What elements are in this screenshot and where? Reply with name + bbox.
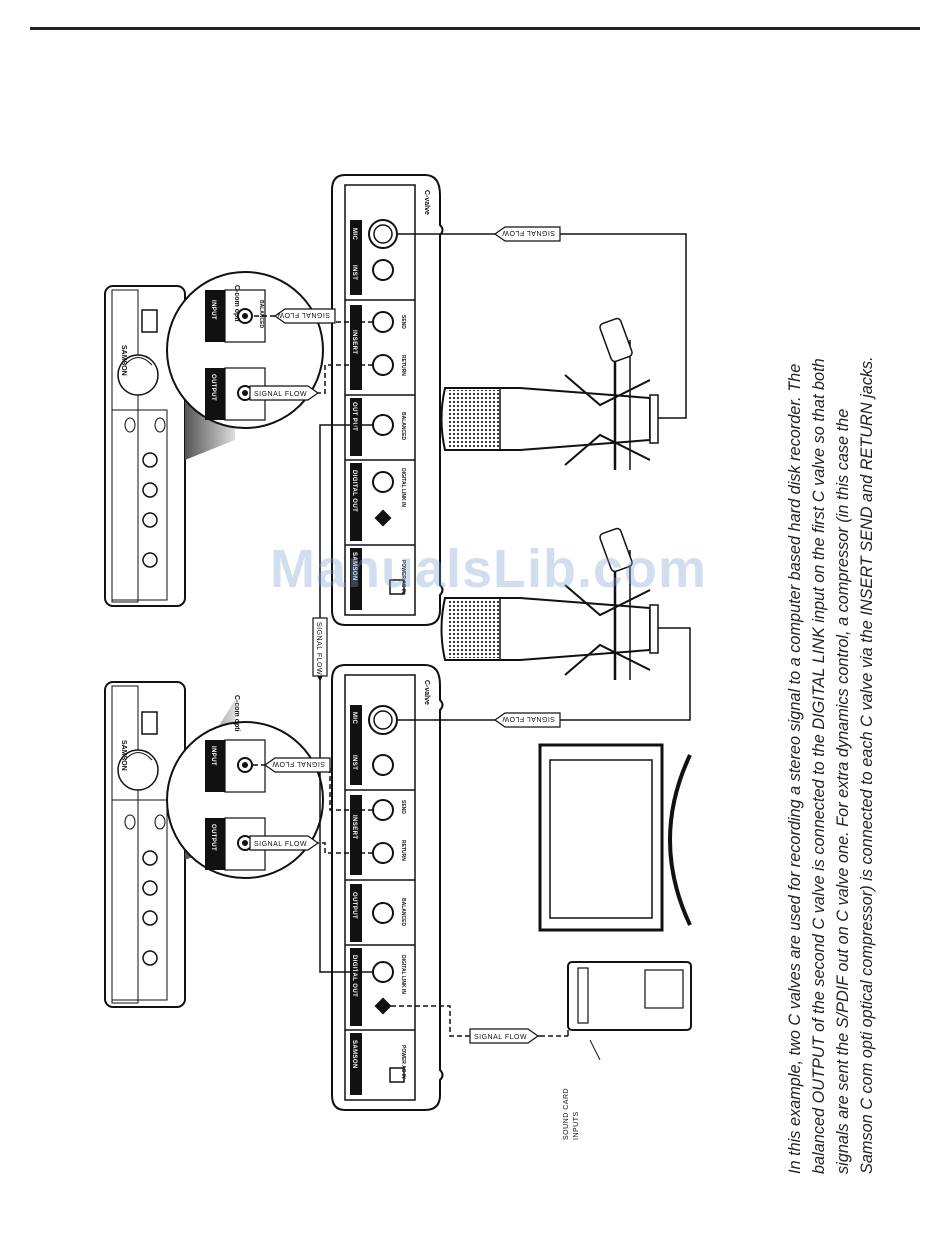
knob <box>142 910 158 926</box>
caption: In this example, two C valves are used f… <box>783 174 893 1174</box>
svg-text:POWER AC IN: POWER AC IN <box>400 1045 406 1079</box>
svg-text:INPUT: INPUT <box>210 300 216 320</box>
svg-text:RETURN: RETURN <box>400 355 406 376</box>
insert-send-jack-2 <box>372 799 394 821</box>
caption-line: In this example, two C valves are used f… <box>786 363 804 1174</box>
vu-meter-1 <box>117 354 159 396</box>
inst-jack-1 <box>372 259 394 281</box>
svg-text:SAMSON: SAMSON <box>351 552 357 581</box>
power-inlet-2 <box>389 1067 405 1083</box>
vu-meter-2 <box>117 749 159 791</box>
svg-text:SAMSON: SAMSON <box>351 1040 357 1069</box>
insert-send-jack-1 <box>372 311 394 333</box>
svg-text:SIGNAL FLOW: SIGNAL FLOW <box>277 311 330 318</box>
svg-text:C-valve: C-valve <box>423 680 430 705</box>
caption-line: signals are sent the S/PDIF out on C val… <box>834 408 852 1174</box>
svg-text:C-com opti: C-com opti <box>233 695 240 732</box>
signal-flow-label: SIGNAL FLOW <box>249 835 320 851</box>
svg-text:DIGITAL LINK IN: DIGITAL LINK IN <box>400 955 406 994</box>
compressor-2-maker: SAMSON <box>120 740 127 771</box>
caption-line: Samson C com opti optical compressor) is… <box>858 356 876 1174</box>
power-switch-1 <box>141 309 158 333</box>
svg-text:BALANCED: BALANCED <box>258 300 264 328</box>
knob <box>142 880 158 896</box>
digital-link-jack-2 <box>372 961 394 983</box>
c-valve-1: MIC INST INSERT OUT PUT DIGITAL OUT SAMS… <box>331 174 444 626</box>
svg-text:C-valve: C-valve <box>423 190 430 215</box>
signal-flow-label: SIGNAL FLOW <box>493 712 561 728</box>
svg-text:POWER AC IN: POWER AC IN <box>400 560 406 594</box>
svg-text:SIGNAL FLOW: SIGNAL FLOW <box>502 229 555 236</box>
svg-text:SIGNAL FLOW: SIGNAL FLOW <box>254 841 307 848</box>
svg-text:INST: INST <box>351 265 357 280</box>
svg-text:MIC: MIC <box>351 228 357 240</box>
top-rule <box>30 27 920 30</box>
svg-text:BALANCED: BALANCED <box>400 412 406 440</box>
digital-link-jack-1 <box>372 471 394 493</box>
svg-text:DIGITAL OUT: DIGITAL OUT <box>351 470 357 512</box>
output-jack-2 <box>372 902 394 924</box>
svg-text:SIGNAL FLOW: SIGNAL FLOW <box>502 715 555 722</box>
svg-text:INPUT: INPUT <box>210 746 216 766</box>
knob <box>142 552 158 568</box>
microphone-2 <box>440 527 659 680</box>
svg-text:OUTPUT: OUTPUT <box>210 824 216 851</box>
svg-text:SIGNAL FLOW: SIGNAL FLOW <box>254 391 307 398</box>
zoom-circle-1 <box>166 271 324 429</box>
signal-flow-label: SIGNAL FLOW <box>469 1028 540 1044</box>
svg-text:SIGNAL FLOW: SIGNAL FLOW <box>272 760 325 767</box>
svg-text:OUT PUT: OUT PUT <box>351 402 357 431</box>
sound-card-label: SOUND CARD <box>563 1088 570 1140</box>
svg-text:DIGITAL OUT: DIGITAL OUT <box>351 955 357 997</box>
svg-text:BALANCED: BALANCED <box>400 898 406 926</box>
caption-line: balanced OUTPUT of the second C valve is… <box>810 358 828 1174</box>
knob <box>142 950 158 966</box>
knob <box>142 512 158 528</box>
svg-text:MIC: MIC <box>351 712 357 724</box>
power-switch-2 <box>141 711 158 735</box>
svg-text:INSERT: INSERT <box>351 330 357 354</box>
signal-flow-label-vertical: SIGNAL FLOW <box>312 617 328 677</box>
signal-flow-label: SIGNAL FLOW <box>273 308 336 324</box>
svg-text:INST: INST <box>351 755 357 770</box>
signal-flow-label: SIGNAL FLOW <box>249 385 320 401</box>
knob <box>142 482 158 498</box>
zoom-circle-2 <box>166 721 324 879</box>
insert-return-jack-1 <box>372 354 394 376</box>
svg-text:OUTPUT: OUTPUT <box>351 892 357 919</box>
svg-text:DIGITAL LINK IN: DIGITAL LINK IN <box>400 468 406 507</box>
microphone-1 <box>440 317 659 470</box>
inst-jack-2 <box>372 754 394 776</box>
svg-text:C-com opti: C-com opti <box>233 285 240 322</box>
svg-text:SIGNAL FLOW: SIGNAL FLOW <box>315 622 322 675</box>
computer-monitor <box>538 743 692 932</box>
computer-tower <box>567 961 692 1031</box>
signal-flow-label: SIGNAL FLOW <box>493 226 561 242</box>
svg-text:RETURN: RETURN <box>400 840 406 861</box>
power-inlet-1 <box>389 579 405 595</box>
svg-text:SIGNAL FLOW: SIGNAL FLOW <box>474 1034 527 1041</box>
svg-text:OUTPUT: OUTPUT <box>210 374 216 401</box>
svg-text:SEND: SEND <box>400 800 406 814</box>
knob <box>142 850 158 866</box>
compressor-1-maker: SAMSON <box>120 345 127 376</box>
signal-flow-label: SIGNAL FLOW <box>263 757 331 773</box>
c-valve-2: MIC INST INSERT OUTPUT DIGITAL OUT SAMSO… <box>331 664 444 1111</box>
svg-text:INSERT: INSERT <box>351 815 357 839</box>
spdif-out-1 <box>374 509 392 527</box>
insert-return-jack-2 <box>372 842 394 864</box>
output-jack-1 <box>372 414 394 436</box>
sound-card-label-2: INPUTS <box>573 1111 580 1140</box>
knob <box>142 452 158 468</box>
watermark: ManualsLib.com <box>270 539 708 599</box>
svg-text:SEND: SEND <box>400 315 406 329</box>
